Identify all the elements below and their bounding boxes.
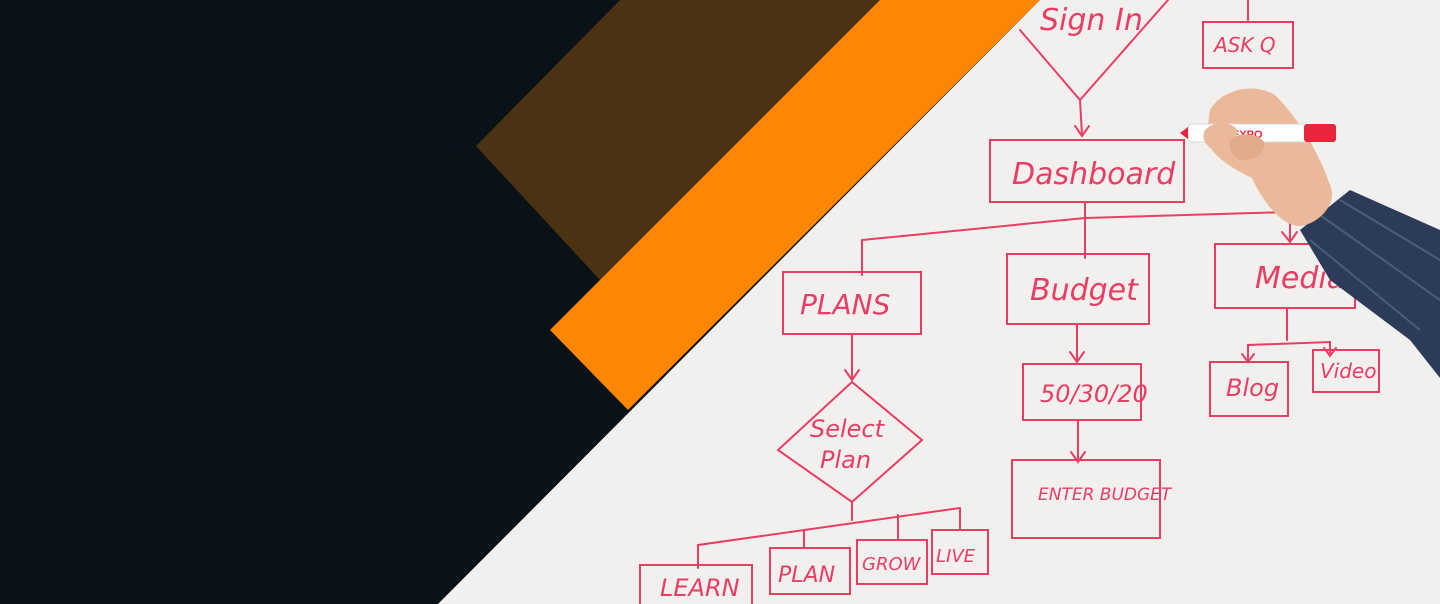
flowchart-labels: Sign In ASK Q Dashboard PLANS Budget Med… (660, 3, 1376, 602)
live-box (931, 529, 989, 575)
enter-budget-box (1011, 459, 1161, 539)
enter-budget-label: ENTER BUDGET (1038, 485, 1173, 505)
ask-q-box (1202, 21, 1294, 69)
plan-label: PLAN (778, 563, 835, 588)
sign-in-label: Sign In (1040, 3, 1143, 38)
ratio-label: 50/30/20 (1040, 380, 1148, 408)
brown-diagonal-band (476, 0, 880, 280)
blog-box (1209, 361, 1289, 417)
learn-box (639, 564, 753, 604)
plan-box (769, 547, 851, 595)
flowchart-drawing (639, 0, 1380, 604)
budget-label: Budget (1030, 273, 1139, 308)
arrow-signin-dashboard (1079, 99, 1083, 136)
orange-diagonal-band (550, 0, 1040, 410)
live-label: LIVE (936, 546, 976, 567)
select-plan-label-line2: Plan (820, 446, 871, 474)
ratio-box (1022, 363, 1142, 421)
marker-pen-cap (1304, 124, 1336, 142)
plans-label: PLANS (800, 288, 890, 321)
hand-with-marker: EXPO (1180, 88, 1440, 378)
grow-label: GROW (862, 554, 922, 575)
select-plan-label-line1: Select (810, 415, 886, 443)
video-label: Video (1320, 359, 1376, 383)
marker-pen-tip (1180, 127, 1188, 139)
blog-label: Blog (1226, 374, 1279, 402)
learn-label: LEARN (660, 574, 740, 602)
whiteboard-photo (438, 0, 1440, 604)
video-box (1312, 349, 1380, 393)
dashboard-box (989, 139, 1185, 203)
grow-box (856, 539, 928, 585)
dashboard-label: Dashboard (1012, 157, 1176, 192)
ask-q-label: ASK Q (1212, 33, 1276, 57)
shirt-sleeve (1300, 190, 1440, 378)
hand (1206, 88, 1332, 227)
